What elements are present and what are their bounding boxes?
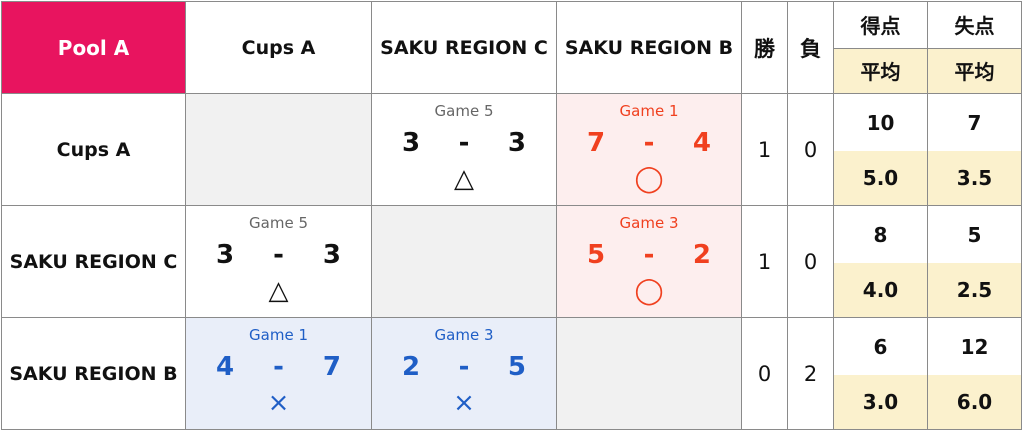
losses-value: 0 <box>787 205 834 318</box>
match-cell: Game 5 3 - 3 △ <box>185 205 372 318</box>
match-cell: Game 1 7 - 4 ◯ <box>556 93 742 206</box>
lose-mark-icon: × <box>267 388 290 418</box>
col-header-points-for: 得点 <box>833 1 928 49</box>
game-label: Game 1 <box>619 102 679 120</box>
points-against-cell: 7 3.5 <box>927 93 1022 206</box>
points-for-value: 10 <box>834 94 927 151</box>
score: 2 - 5 <box>372 352 556 382</box>
table-row: Cups A Game 5 3 - 3 △ Game 1 7 - 4 ◯ 1 0… <box>1 93 1022 206</box>
avg-for-value: 4.0 <box>834 263 927 317</box>
score: 4 - 7 <box>186 352 371 382</box>
losses-value: 2 <box>787 317 834 430</box>
table-row: SAKU REGION B Game 1 4 - 7 × Game 3 2 - … <box>1 317 1022 430</box>
row-header-team: SAKU REGION B <box>1 317 186 430</box>
wins-value: 1 <box>741 93 788 206</box>
score-right: 3 <box>507 128 526 158</box>
col-header-losses: 負 <box>787 1 834 94</box>
avg-for-value: 5.0 <box>834 151 927 205</box>
game-label: Game 3 <box>434 326 494 344</box>
score-left: 5 <box>587 240 606 270</box>
score: 3 - 3 <box>372 128 556 158</box>
match-cell: Game 1 4 - 7 × <box>185 317 372 430</box>
win-mark-icon: ◯ <box>634 276 664 306</box>
points-against-cell: 5 2.5 <box>927 205 1022 318</box>
empty-cell <box>371 205 557 318</box>
game-label: Game 1 <box>249 326 308 344</box>
losses-value: 0 <box>787 93 834 206</box>
col-header-team-2: SAKU REGION C <box>371 1 557 94</box>
draw-mark-icon: △ <box>454 164 474 194</box>
score-right: 2 <box>692 240 711 270</box>
points-against-value: 5 <box>928 206 1021 263</box>
avg-for-value: 3.0 <box>834 375 927 429</box>
points-against-value: 12 <box>928 318 1021 375</box>
wins-value: 0 <box>741 317 788 430</box>
col-header-points-against: 失点 <box>927 1 1022 49</box>
avg-against-value: 6.0 <box>928 375 1021 429</box>
score-right: 4 <box>692 128 711 158</box>
points-for-cell: 10 5.0 <box>833 93 928 206</box>
empty-cell <box>185 93 372 206</box>
col-header-wins: 勝 <box>741 1 788 94</box>
score-left: 2 <box>402 352 421 382</box>
score-right: 7 <box>322 352 341 382</box>
score: 7 - 4 <box>557 128 741 158</box>
score-left: 3 <box>216 240 235 270</box>
lose-mark-icon: × <box>453 388 475 418</box>
row-header-team: Cups A <box>1 93 186 206</box>
col-header-team-3: SAKU REGION B <box>556 1 742 94</box>
score-dash: - <box>643 128 655 158</box>
match-cell: Game 3 5 - 2 ◯ <box>556 205 742 318</box>
match-cell: Game 3 2 - 5 × <box>371 317 557 430</box>
avg-against-value: 2.5 <box>928 263 1021 317</box>
points-for-cell: 8 4.0 <box>833 205 928 318</box>
col-header-team-1: Cups A <box>185 1 372 94</box>
points-against-cell: 12 6.0 <box>927 317 1022 430</box>
game-label: Game 3 <box>619 214 679 232</box>
score-dash: - <box>273 240 284 270</box>
empty-cell <box>556 317 742 430</box>
score: 3 - 3 <box>186 240 371 270</box>
col-header-avg-for: 平均 <box>833 47 928 94</box>
draw-mark-icon: △ <box>268 276 289 306</box>
score-right: 5 <box>507 352 526 382</box>
row-header-team: SAKU REGION C <box>1 205 186 318</box>
table-row: SAKU REGION C Game 5 3 - 3 △ Game 3 5 - … <box>1 205 1022 318</box>
avg-against-value: 3.5 <box>928 151 1021 205</box>
pool-label: Pool A <box>1 1 186 94</box>
wins-value: 1 <box>741 205 788 318</box>
points-against-value: 7 <box>928 94 1021 151</box>
col-header-avg-against: 平均 <box>927 47 1022 94</box>
points-for-value: 8 <box>834 206 927 263</box>
match-cell: Game 5 3 - 3 △ <box>371 93 557 206</box>
score-right: 3 <box>322 240 341 270</box>
points-for-cell: 6 3.0 <box>833 317 928 430</box>
score-dash: - <box>643 240 655 270</box>
score-dash: - <box>458 352 470 382</box>
score-left: 4 <box>216 352 235 382</box>
score-left: 3 <box>402 128 421 158</box>
score-dash: - <box>458 128 470 158</box>
win-mark-icon: ◯ <box>634 164 664 194</box>
game-label: Game 5 <box>249 214 308 232</box>
score-dash: - <box>273 352 284 382</box>
points-for-value: 6 <box>834 318 927 375</box>
score: 5 - 2 <box>557 240 741 270</box>
game-label: Game 5 <box>434 102 494 120</box>
score-left: 7 <box>587 128 606 158</box>
